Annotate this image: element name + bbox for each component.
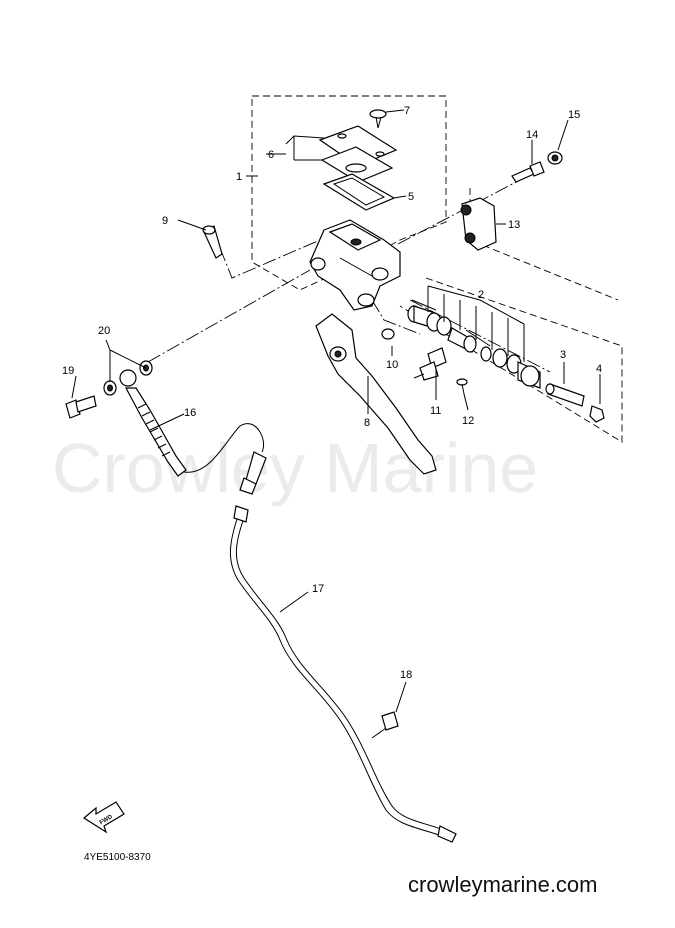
callout-12: 12 [462,415,474,427]
screw-12 [456,378,468,395]
chain-line-lever [371,299,421,335]
screw-7 [369,109,387,129]
callout-11: 11 [430,405,441,417]
master-cylinder-body [309,219,401,311]
callout-7: 7 [404,105,410,117]
bolt-9 [202,225,223,259]
callout-4: 4 [596,363,602,375]
callout-10: 10 [386,359,398,371]
callout-5: 5 [408,191,414,203]
brake-pipe-17 [229,505,457,843]
callout-15: 15 [568,109,580,121]
callout-14: 14 [526,129,538,141]
callout-16: 16 [184,407,196,419]
chain-line-banjo [147,269,311,363]
reservoir-cap-6 [318,125,398,183]
brake-lever-8 [315,313,437,475]
nut-15 [547,151,563,165]
bolt-14 [511,161,545,183]
banjo-bolt-19 [65,395,97,419]
boot-4 [589,405,605,423]
brake-hose-16 [119,369,267,495]
website-link[interactable]: crowleymarine.com [408,872,598,897]
clamp-13 [460,197,497,251]
switch-11 [413,347,447,381]
callout-13: 13 [508,219,520,231]
callout-6: 6 [268,149,274,161]
callout-20: 20 [98,325,110,337]
nut-10 [381,328,395,340]
push-rod-3 [545,383,585,407]
clip-18 [371,711,399,739]
assembly-box-reservoir [251,95,447,291]
leader-lines [71,109,601,713]
chain-line-bolt9 [219,239,321,279]
watermark: Crowley Marine [52,429,538,507]
callout-3: 3 [560,349,566,361]
chain-line-clamp [397,179,521,245]
gasket-5 [322,173,396,211]
callout-2: 2 [478,289,484,301]
callout-9: 9 [162,215,168,227]
fwd-arrow-icon: FWD [82,801,125,834]
callout-17: 17 [312,583,324,595]
chain-line-piston [409,299,551,373]
diagram-code: 4YE5100-8370 [84,852,151,863]
piston-kit-2 [407,299,541,389]
callout-8: 8 [364,417,370,429]
callout-19: 19 [62,365,74,377]
callout-18: 18 [400,669,412,681]
callout-1: 1 [236,171,242,183]
assembly-box-piston [399,277,623,443]
